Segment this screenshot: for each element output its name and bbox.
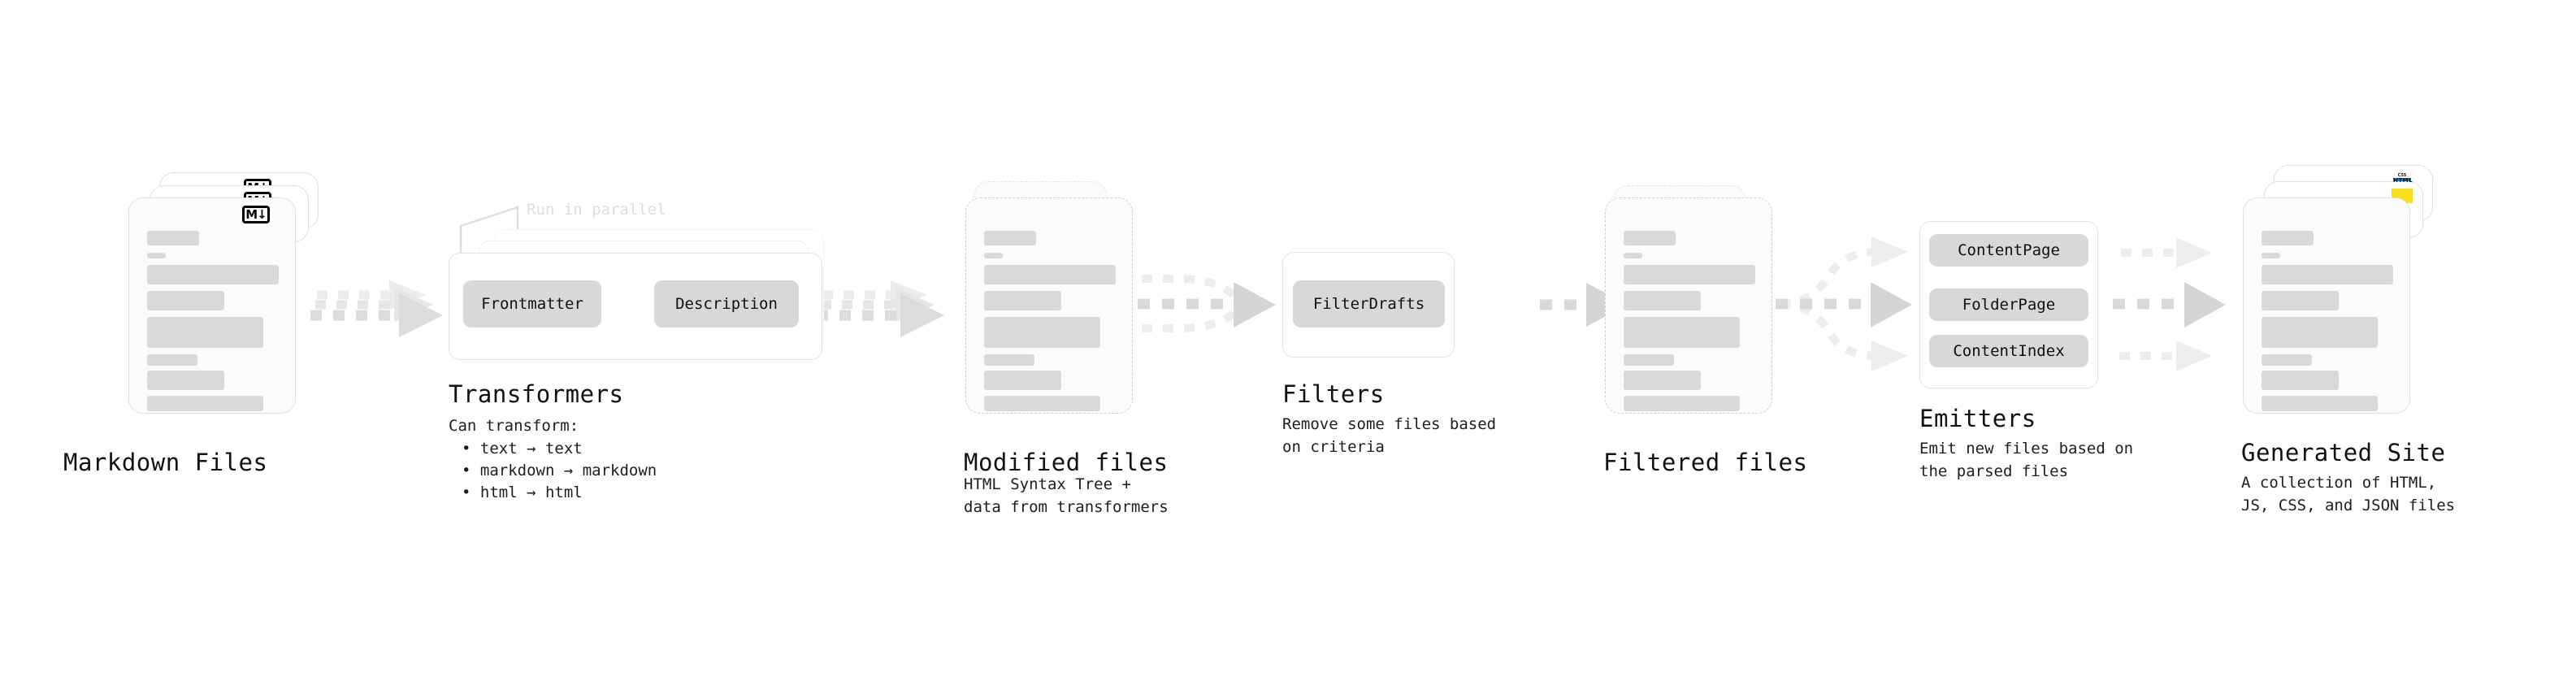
markdown-icon-front: M↓ — [242, 206, 270, 223]
emitter-chip-folderpage[interactable]: FolderPage — [1929, 288, 2088, 321]
skeleton-line — [147, 317, 263, 348]
site-file-front-html[interactable] — [2243, 197, 2410, 414]
skeleton-line — [2262, 231, 2314, 245]
filter-chip-filterdrafts[interactable]: FilterDrafts — [1293, 280, 1445, 327]
html5-label: HTML — [2392, 177, 2413, 184]
arrow-transformers-to-modified — [817, 280, 944, 337]
arrow-modified-to-filters — [1138, 275, 1276, 332]
skeleton-line — [147, 231, 199, 245]
skeleton-line — [984, 371, 1061, 390]
emitter-chip-contentindex[interactable]: ContentIndex — [1929, 335, 2088, 367]
stage-title-transformers: Transformers — [449, 380, 624, 408]
skeleton-line — [147, 253, 166, 258]
markdown-file-front[interactable] — [128, 197, 296, 414]
stage-desc-filters: Remove some files based on criteria — [1282, 415, 1497, 456]
skeleton-line — [1624, 354, 1674, 366]
stage-title-generated-site: Generated Site — [2241, 439, 2446, 466]
skeleton-line — [1624, 265, 1755, 284]
skeleton-line — [2262, 265, 2393, 284]
transformer-chip-frontmatter[interactable]: Frontmatter — [463, 280, 601, 327]
skeleton-line — [1624, 317, 1740, 348]
modified-file-front[interactable] — [965, 197, 1133, 414]
filtered-file-front[interactable] — [1605, 197, 1772, 414]
stage-title-emitters: Emitters — [1919, 405, 2036, 432]
skeleton-line — [147, 396, 263, 411]
skeleton-line — [1624, 231, 1676, 245]
transformer-bullet-0: • text → text — [462, 440, 583, 458]
skeleton-line — [147, 291, 224, 310]
skeleton-line — [984, 231, 1036, 245]
stage-title-filters: Filters — [1282, 380, 1385, 408]
skeleton-line — [2262, 396, 2378, 411]
stage-desc-generated-site: A collection of HTML, JS, CSS, and JSON … — [2241, 474, 2456, 514]
stage-desc-emitters: Emit new files based on the parsed files — [1919, 440, 2134, 480]
css3-icon: CSS — [2393, 172, 2411, 182]
skeleton-line — [1624, 253, 1642, 258]
skeleton-line — [984, 253, 1003, 258]
skeleton-line — [984, 265, 1116, 284]
transformer-bullet-2: • html → html — [462, 484, 583, 501]
css3-label: CSS — [2393, 172, 2411, 178]
stage-title-markdown-files: Markdown Files — [63, 449, 268, 476]
transformer-chip-description[interactable]: Description — [654, 280, 799, 327]
css3-underline — [2393, 178, 2411, 181]
transformer-bullet-1: • markdown → markdown — [462, 462, 657, 479]
skeleton-line — [147, 354, 197, 366]
arrow-markdown-to-transformers — [310, 280, 443, 337]
skeleton-line — [2262, 253, 2280, 258]
stage-desc-transformers: Can transform: — [449, 417, 579, 435]
skeleton-line — [147, 371, 224, 390]
skeleton-line — [2262, 317, 2378, 348]
skeleton-line — [984, 396, 1100, 411]
skeleton-line — [1624, 371, 1701, 390]
stage-title-filtered-files: Filtered files — [1603, 449, 1808, 476]
skeleton-line — [984, 317, 1100, 348]
skeleton-line — [984, 291, 1061, 310]
stage-title-modified-files: Modified files — [964, 449, 1169, 476]
skeleton-line — [1624, 291, 1701, 310]
skeleton-line — [984, 354, 1034, 366]
skeleton-line — [2262, 371, 2339, 390]
arrow-filtered-to-emitters — [1776, 236, 1912, 371]
emitter-chip-contentpage[interactable]: ContentPage — [1929, 234, 2088, 267]
skeleton-line — [2262, 291, 2339, 310]
stage-desc-modified-files: HTML Syntax Tree + data from transformer… — [964, 475, 1169, 516]
skeleton-line — [147, 265, 279, 284]
arrow-emitters-to-site — [2113, 237, 2226, 371]
skeleton-line — [1624, 396, 1740, 411]
run-in-parallel-note: Run in parallel — [527, 201, 666, 219]
skeleton-line — [2262, 354, 2312, 366]
